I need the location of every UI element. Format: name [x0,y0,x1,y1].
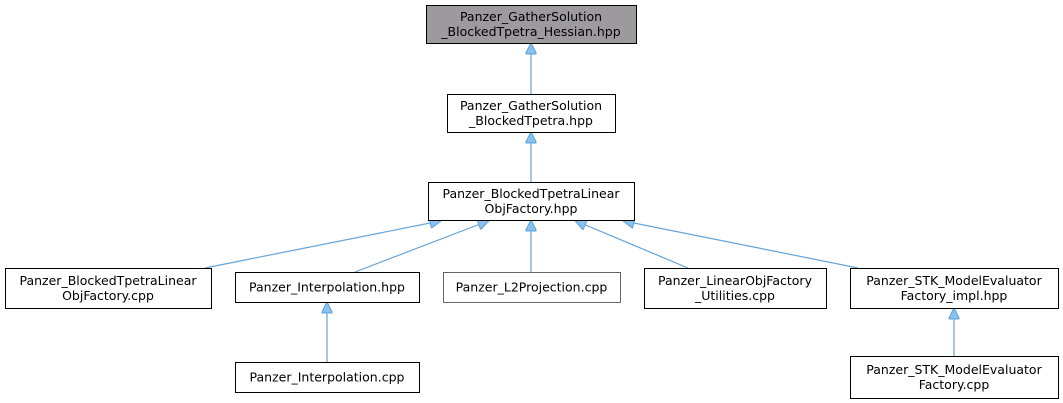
node-label-line: ObjFactory.cpp [62,288,154,303]
node-gather[interactable]: Panzer_GatherSolution_BlockedTpetra.hpp [447,94,616,133]
node-box [850,356,1059,399]
edge-factory_cpp-to-factory_hpp [204,221,440,269]
edge-interp_hpp-to-factory_hpp [354,221,488,273]
node-label-line: Panzer_Interpolation.hpp [249,280,405,295]
node-label-line: Panzer_BlockedTpetraLinear [443,186,621,201]
node-label-line: Panzer_L2Projection.cpp [456,280,608,295]
node-l2proj[interactable]: Panzer_L2Projection.cpp [443,272,621,303]
node-label-line: _Utilities.cpp [694,288,775,303]
node-box [428,182,635,221]
edges-layer [204,44,954,362]
node-box [850,268,1059,309]
node-box [5,268,212,309]
node-hessian[interactable]: Panzer_GatherSolution_BlockedTpetra_Hess… [426,5,637,44]
node-label-line: Factory_impl.hpp [901,288,1008,303]
node-label-line: Panzer_GatherSolution [460,9,602,24]
node-label-line: Factory.cpp [919,377,990,392]
node-interp-cpp[interactable]: Panzer_Interpolation.cpp [235,362,420,393]
node-box [443,272,621,303]
node-box [235,362,420,393]
node-label-line: Panzer_BlockedTpetraLinear [20,273,198,288]
node-label-line: ObjFactory.hpp [485,201,578,216]
node-label-line: Panzer_STK_ModelEvaluator [866,273,1042,288]
node-linobj-utils[interactable]: Panzer_LinearObjFactory_Utilities.cpp [644,268,827,309]
node-box [447,94,616,133]
node-interp-hpp[interactable]: Panzer_Interpolation.hpp [235,272,420,303]
node-label-line: _BlockedTpetra_Hessian.hpp [440,24,620,39]
node-label-line: Panzer_Interpolation.cpp [250,370,405,385]
edge-stk_impl-to-factory_hpp [624,221,859,269]
node-box [644,268,827,309]
node-box [426,5,637,44]
node-label-line: Panzer_GatherSolution [460,98,602,113]
edge-linobj_utils-to-factory_hpp [576,221,689,269]
node-label-line: Panzer_STK_ModelEvaluator [866,362,1042,377]
nodes-layer: Panzer_GatherSolution_BlockedTpetra_Hess… [5,5,1059,399]
node-stk-impl[interactable]: Panzer_STK_ModelEvaluatorFactory_impl.hp… [850,268,1059,309]
node-label-line: Panzer_LinearObjFactory [658,273,813,288]
node-label-line: _BlockedTpetra.hpp [468,113,593,128]
node-box [235,272,420,303]
